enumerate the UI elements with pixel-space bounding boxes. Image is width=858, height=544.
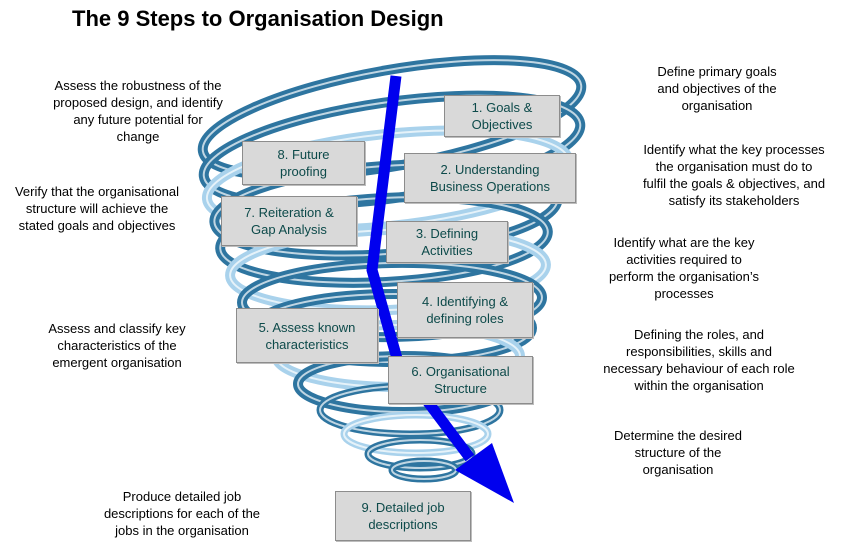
step-1-goals-objectives-box: 1. Goals & Objectives	[444, 95, 560, 137]
step-4-defining-roles-box: 4. Identifying & defining roles	[397, 282, 533, 338]
step-8-label: 8. Future proofing	[277, 147, 330, 179]
step-5-description: Assess and classify key characteristics …	[48, 321, 186, 370]
page-title: The 9 Steps to Organisation Design	[72, 6, 444, 31]
spiral-ring-highlight	[343, 414, 489, 454]
step-1-label: 1. Goals & Objectives	[471, 100, 533, 132]
step-6-description: Determine the desired structure of the o…	[614, 428, 742, 477]
step-1-description: Define primary goals and objectives of t…	[657, 64, 777, 113]
direction-arrow	[366, 75, 514, 503]
step-9-description: Produce detailed job descriptions for ea…	[103, 489, 261, 538]
step-2-label: 2. Understanding Business Operations	[430, 162, 550, 194]
step-4-label: 4. Identifying & defining roles	[422, 294, 508, 326]
step-2-description: Identify what the key processes the orga…	[642, 142, 826, 208]
step-7-reiteration-gap-analysis-box: 7. Reiteration & Gap Analysis	[221, 196, 357, 246]
step-5-label: 5. Assess known characteristics	[258, 319, 356, 352]
step-3-description: Identify what are the key activities req…	[608, 235, 760, 301]
step-6-organisational-structure-box: 6. Organisational Structure	[388, 356, 533, 404]
step-3-label: 3. Defining Activities	[415, 226, 479, 258]
step-5-known-characteristics-box: 5. Assess known characteristics	[236, 308, 378, 363]
step-4-description: Defining the roles, and responsibilities…	[603, 327, 795, 393]
step-7-label: 7. Reiteration & Gap Analysis	[244, 205, 334, 237]
step-8-future-proofing-box: 8. Future proofing	[242, 141, 365, 185]
step-7-description: Verify that the organisational structure…	[14, 184, 180, 233]
step-2-business-operations-box: 2. Understanding Business Operations	[404, 153, 576, 203]
step-8-description: Assess the robustness of the proposed de…	[53, 78, 223, 144]
step-3-defining-activities-box: 3. Defining Activities	[386, 221, 508, 263]
step-6-label: 6. Organisational Structure	[411, 364, 510, 396]
step-9-label: 9. Detailed job descriptions	[361, 500, 445, 532]
step-9-job-descriptions-box: 9. Detailed job descriptions	[335, 491, 471, 541]
